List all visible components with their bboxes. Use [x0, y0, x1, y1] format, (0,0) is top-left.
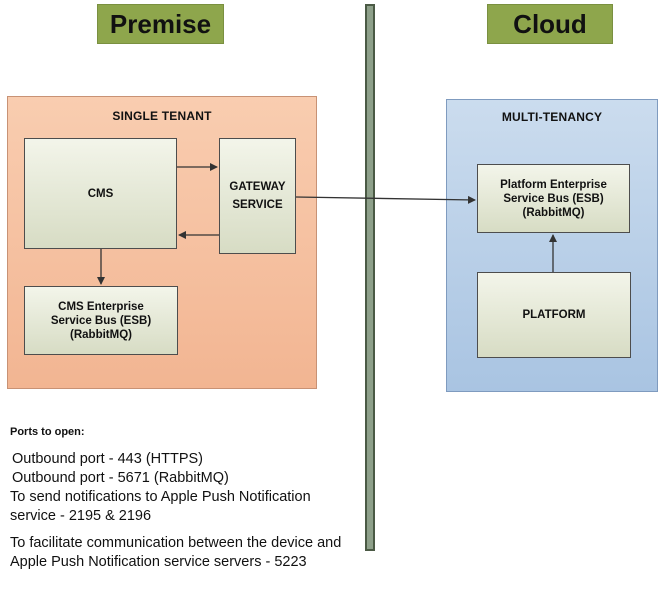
note-line-apns: To send notifications to Apple Push Noti… — [10, 489, 311, 524]
gateway-to-platform-esb-arrow — [295, 195, 476, 204]
premise-header-text: Premise — [109, 8, 212, 39]
premise-cloud-divider — [365, 4, 375, 551]
platform-esb-label: Platform Enterprise Service Bus (ESB) (R… — [500, 178, 607, 219]
note-line-rabbitmq: Outbound port - 5671 (RabbitMQ) — [12, 470, 229, 486]
gateway-service-box: GATEWAY SERVICE — [219, 138, 296, 254]
platform-box: PLATFORM — [477, 272, 631, 358]
multi-tenancy-title: MULTI-TENANCY — [501, 110, 603, 124]
cms-esb-box: CMS Enterprise Service Bus (ESB) (Rabbit… — [24, 286, 178, 355]
note-line-https: Outbound port - 443 (HTTPS) — [12, 451, 203, 467]
gateway-service-label: GATEWAY SERVICE — [229, 181, 286, 211]
ports-notes: Ports to open: Outbound port - 443 (HTTP… — [10, 426, 370, 572]
note-line-device-apns: To facilitate communication between the … — [10, 535, 342, 570]
cloud-header-text: Cloud — [513, 8, 587, 39]
platform-esb-box: Platform Enterprise Service Bus (ESB) (R… — [477, 164, 630, 233]
cms-esb-label: CMS Enterprise Service Bus (ESB) (Rabbit… — [50, 300, 152, 341]
single-tenant-title: SINGLE TENANT — [112, 109, 212, 123]
cloud-header: Cloud — [487, 4, 613, 44]
cms-box: CMS — [24, 138, 177, 249]
premise-header: Premise — [97, 4, 224, 44]
ports-notes-heading: Ports to open: — [10, 426, 85, 438]
cms-label: CMS — [87, 187, 114, 200]
platform-label: PLATFORM — [522, 309, 586, 321]
